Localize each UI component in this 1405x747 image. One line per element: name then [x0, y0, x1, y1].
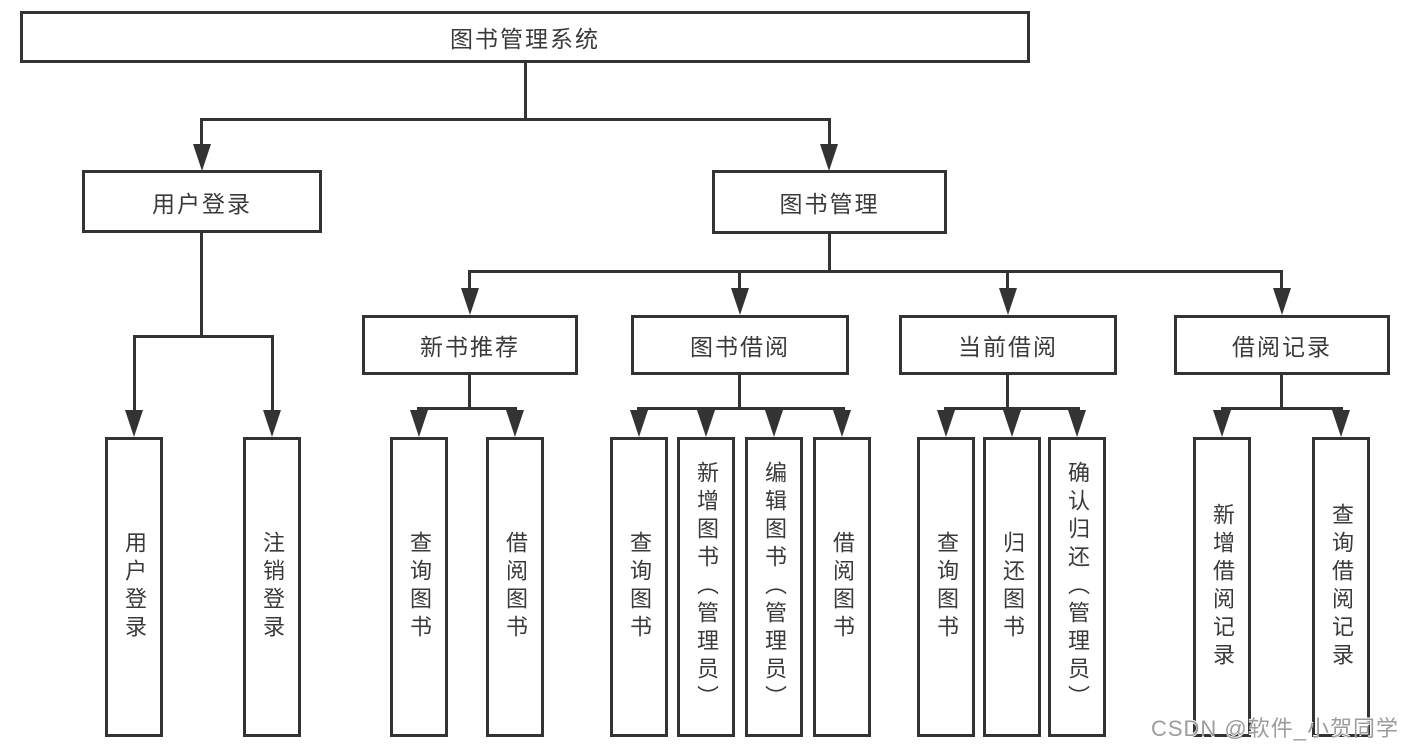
leaf-query-books-current: 查询图书	[917, 437, 975, 737]
node-root-system: 图书管理系统	[20, 11, 1030, 63]
connector-hline	[133, 335, 274, 338]
leaf-borrow-books-recommend: 借阅图书	[486, 437, 544, 737]
node-root-system-label: 图书管理系统	[450, 26, 600, 52]
leaf-edit-book-admin-label: 编辑图书（管理员）	[762, 461, 787, 713]
arrow-down-icon	[193, 144, 211, 171]
connector-hline	[1221, 407, 1343, 410]
connector-vline	[468, 270, 471, 290]
connector-vline	[271, 335, 274, 412]
arrow-down-icon	[833, 410, 851, 437]
arrow-down-icon	[125, 410, 143, 437]
connector-vline	[200, 118, 203, 147]
leaf-return-book-label: 归还图书	[1000, 531, 1025, 643]
leaf-query-books-current-label: 查询图书	[934, 531, 959, 643]
leaf-logout: 注销登录	[243, 437, 301, 737]
connector-vline	[468, 374, 471, 410]
leaf-query-books-recommend: 查询图书	[390, 437, 448, 737]
leaf-query-books-recommend-label: 查询图书	[407, 531, 432, 643]
arrow-down-icon	[410, 410, 428, 437]
arrow-down-icon	[820, 144, 838, 171]
node-new-book-recommend: 新书推荐	[362, 315, 578, 375]
leaf-add-borrow-record-label: 新增借阅记录	[1210, 503, 1235, 671]
node-new-book-recommend-label: 新书推荐	[420, 334, 520, 360]
connector-vline	[524, 63, 527, 121]
node-current-borrow-label: 当前借阅	[958, 334, 1058, 360]
connector-hline	[417, 407, 517, 410]
connector-vline	[828, 118, 831, 147]
connector-hline	[200, 118, 831, 121]
arrow-down-icon	[263, 410, 281, 437]
arrow-down-icon	[630, 410, 648, 437]
leaf-add-book-admin: 新增图书（管理员）	[677, 437, 735, 737]
connector-vline	[1280, 270, 1283, 290]
leaf-query-books-borrow-label: 查询图书	[627, 531, 652, 643]
node-user-login-label: 用户登录	[152, 190, 252, 217]
connector-vline	[133, 335, 136, 412]
node-book-management-label: 图书管理	[779, 191, 880, 217]
connector-hline	[468, 270, 1283, 273]
node-borrow-records: 借阅记录	[1174, 315, 1390, 375]
arrow-down-icon	[1273, 288, 1291, 315]
leaf-add-borrow-record: 新增借阅记录	[1193, 437, 1251, 737]
node-user-login: 用户登录	[82, 170, 322, 233]
connector-vline	[1006, 374, 1009, 410]
connector-vline	[738, 374, 741, 410]
arrow-down-icon	[506, 410, 524, 437]
arrow-down-icon	[1003, 410, 1021, 437]
leaf-edit-book-admin: 编辑图书（管理员）	[745, 437, 803, 737]
leaf-user-login: 用户登录	[105, 437, 163, 737]
arrow-down-icon	[731, 288, 749, 315]
node-borrow-records-label: 借阅记录	[1232, 334, 1332, 360]
leaf-return-book: 归还图书	[983, 437, 1041, 737]
arrow-down-icon	[1332, 410, 1350, 437]
connector-vline	[200, 232, 203, 338]
leaf-borrow-books-module-label: 借阅图书	[830, 531, 855, 643]
node-current-borrow: 当前借阅	[899, 315, 1117, 375]
leaf-query-borrow-record-label: 查询借阅记录	[1329, 503, 1354, 671]
arrow-down-icon	[999, 288, 1017, 315]
leaf-confirm-return-admin-label: 确认归还（管理员）	[1065, 461, 1090, 713]
leaf-query-books-borrow: 查询图书	[610, 437, 668, 737]
connector-hline	[944, 407, 1080, 410]
node-book-management: 图书管理	[712, 170, 947, 234]
node-book-borrow-label: 图书借阅	[690, 334, 790, 360]
connector-vline	[1280, 374, 1283, 410]
watermark: CSDN @软件_小贺同学	[1150, 716, 1399, 741]
connector-hline	[637, 407, 845, 410]
arrow-down-icon	[461, 288, 479, 315]
arrow-down-icon	[1213, 410, 1231, 437]
arrow-down-icon	[937, 410, 955, 437]
leaf-logout-label: 注销登录	[260, 531, 285, 643]
connector-vline	[738, 270, 741, 290]
leaf-user-login-label: 用户登录	[122, 531, 147, 643]
leaf-add-book-admin-label: 新增图书（管理员）	[694, 461, 719, 713]
arrow-down-icon	[1068, 410, 1086, 437]
connector-vline	[1006, 270, 1009, 290]
connector-vline	[828, 233, 831, 273]
arrow-down-icon	[697, 410, 715, 437]
leaf-borrow-books-recommend-label: 借阅图书	[503, 531, 528, 643]
leaf-query-borrow-record: 查询借阅记录	[1312, 437, 1370, 737]
leaf-confirm-return-admin: 确认归还（管理员）	[1048, 437, 1106, 737]
node-book-borrow: 图书借阅	[631, 315, 849, 375]
arrow-down-icon	[765, 410, 783, 437]
leaf-borrow-books-module: 借阅图书	[813, 437, 871, 737]
